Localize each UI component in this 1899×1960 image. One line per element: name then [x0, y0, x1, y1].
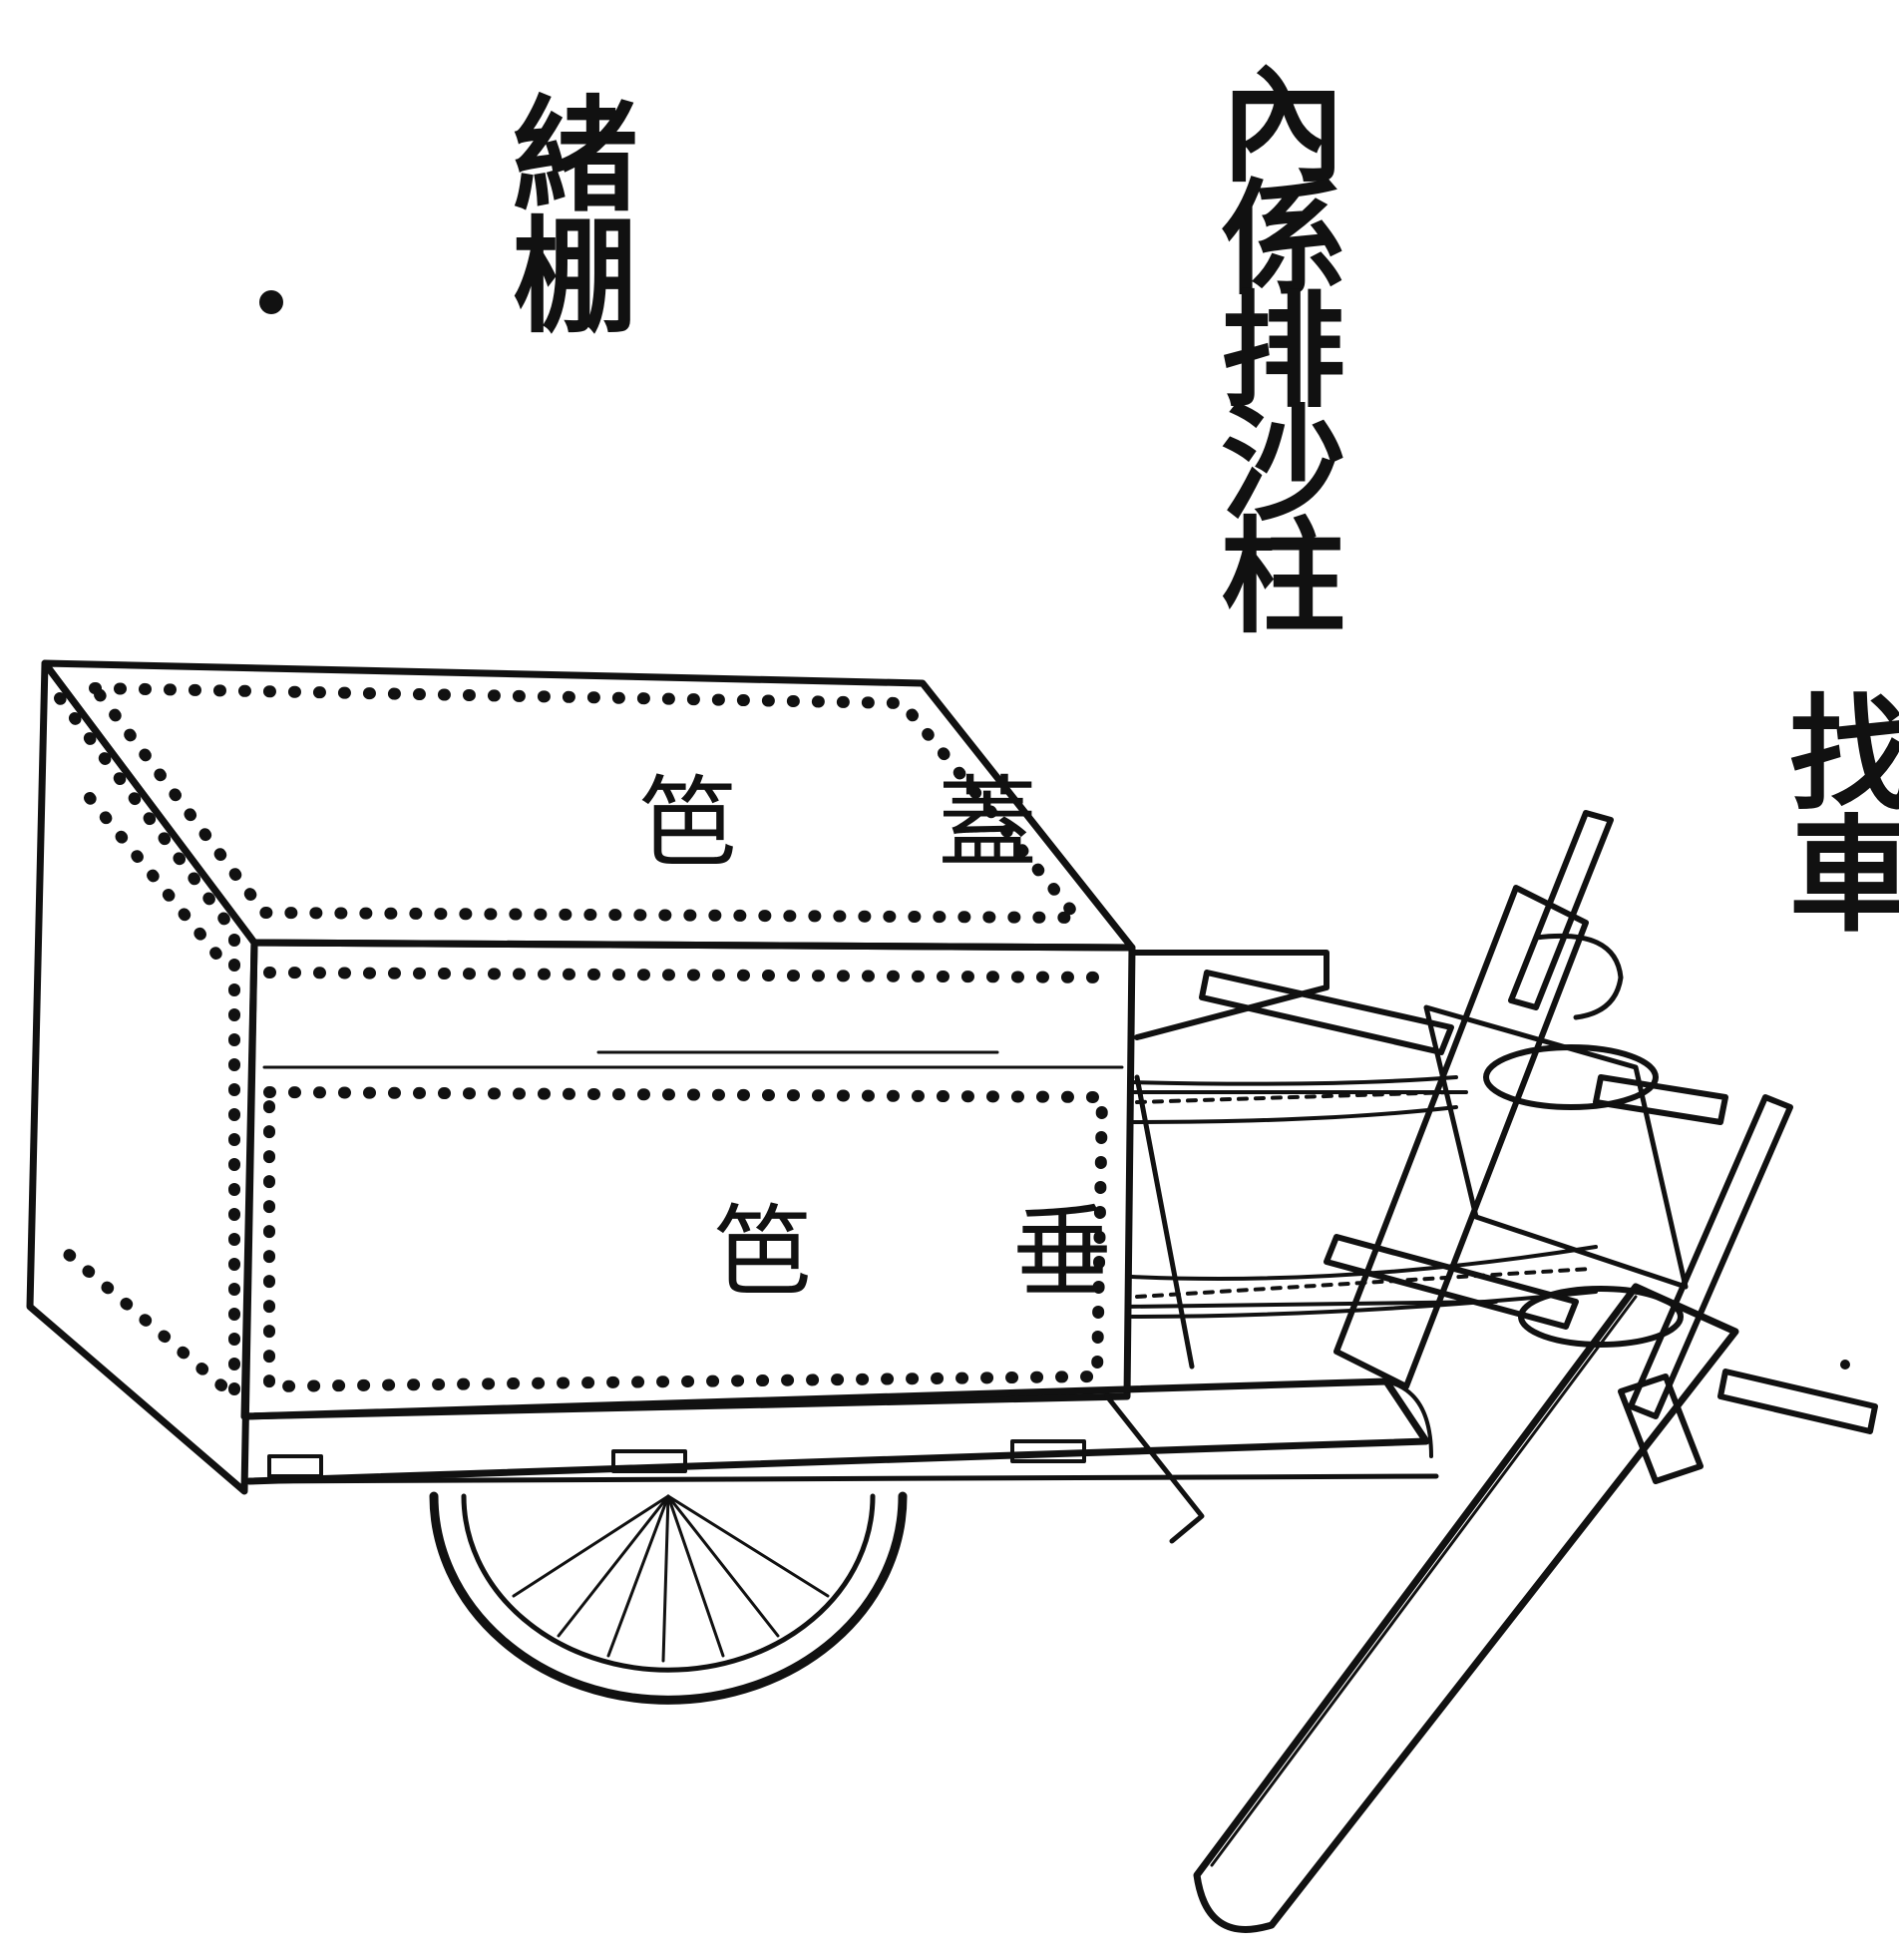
box-left-face — [26, 659, 258, 1495]
label-hand-cart: 找車 — [1767, 688, 1899, 932]
label-flax-shed: 緒棚 — [491, 90, 636, 334]
cart-handle — [1193, 1283, 1739, 1933]
cart-wheel — [429, 1491, 908, 1705]
rivet-rows — [54, 682, 1118, 1402]
winch-spokes — [1199, 810, 1878, 1434]
label-hanging-panel: 笆垂 — [713, 1194, 1312, 1311]
base-beam — [240, 1377, 1430, 1485]
box-front-face — [240, 939, 1136, 1420]
label-lid-panel: 笆蓋 — [638, 765, 1237, 882]
label-inner-sand-pillar: 內係排沙柱 — [1199, 60, 1344, 633]
